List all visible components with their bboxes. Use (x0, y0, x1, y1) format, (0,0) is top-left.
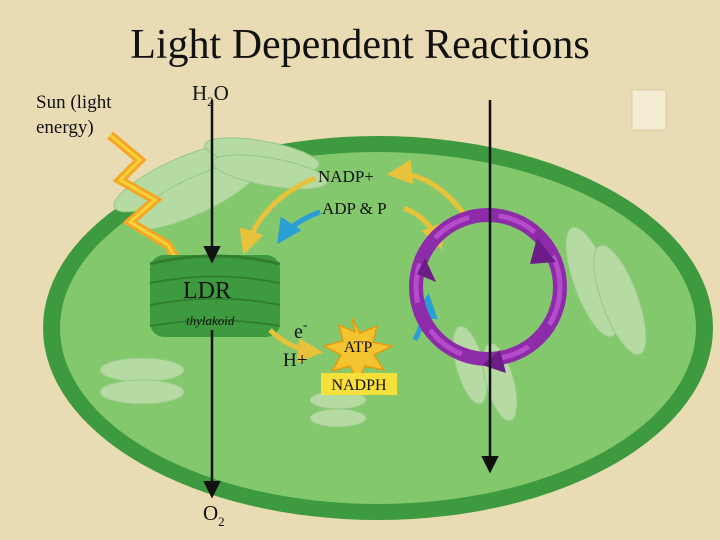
atp-label: ATP (344, 339, 373, 356)
oxygen-label: O2 (203, 501, 225, 529)
adp-to-ldr-arrow (277, 209, 321, 245)
nadp-to-ldr-arrow (239, 175, 316, 255)
nadph-highlight (321, 373, 397, 395)
ldr-label: LDR (183, 278, 231, 304)
nadp-return-arrow (387, 159, 467, 217)
nadph-label: NADPH (331, 377, 387, 394)
thylakoid-label: thylakoid (186, 313, 235, 328)
electron-label: e- (294, 318, 308, 343)
nadp-plus-label: NADP+ (318, 167, 374, 186)
hydrogen-ion-label: H+ (283, 350, 307, 371)
ldr-to-products-arrow (268, 328, 323, 364)
sun-label-line-1: Sun (light (36, 92, 112, 113)
adp-p-label: ADP & P (322, 199, 387, 218)
background-grana (99, 137, 647, 428)
circular-cycle-icon (409, 208, 567, 373)
page-title: Light Dependent Reactions (130, 22, 590, 68)
sun-label-line-2: energy) (36, 117, 94, 138)
paper-scrap (631, 89, 667, 131)
water-label: H2O (192, 81, 229, 109)
